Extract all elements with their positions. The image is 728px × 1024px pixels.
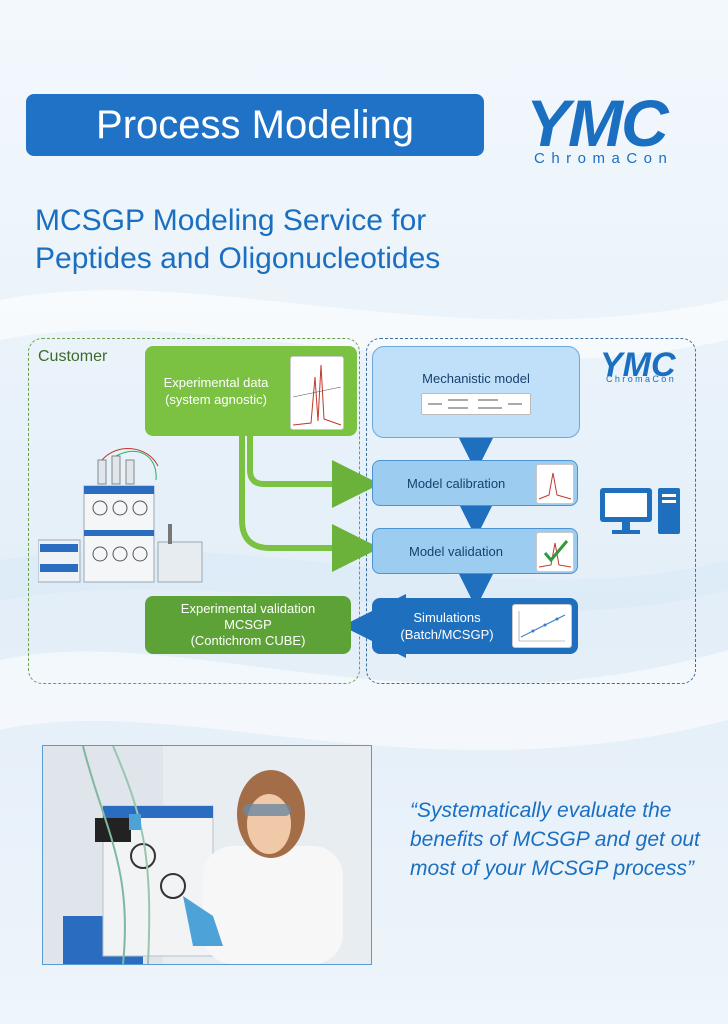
experimental-validation-line-2: MCSGP xyxy=(224,617,272,632)
experimental-validation-line-3: (Contichrom CUBE) xyxy=(190,633,306,648)
testimonial-quote: “Systematically evaluate the benefits of… xyxy=(410,799,700,880)
page-title: Process Modeling xyxy=(26,94,484,156)
simulations-line-1: Simulations xyxy=(413,610,481,625)
validation-thumbnail xyxy=(536,532,574,572)
desktop-computer-icon xyxy=(600,488,680,534)
svg-text:YMC: YMC xyxy=(526,86,670,160)
equation-image xyxy=(421,392,531,415)
subtitle-line-1: MCSGP Modeling Service for xyxy=(35,204,427,237)
experimental-validation-box: Experimental validation MCSGP (Contichro… xyxy=(145,596,351,654)
chromatography-instrument-illustration xyxy=(38,448,203,583)
svg-text:YMC: YMC xyxy=(600,346,676,384)
experimental-data-line-1: Experimental data xyxy=(163,375,269,390)
simulation-thumbnail xyxy=(512,604,572,648)
checkmark-icon xyxy=(543,540,569,563)
subtitle-line-2: Peptides and Oligonucleotides xyxy=(35,242,441,275)
chromatogram-thumbnail xyxy=(290,356,344,430)
experimental-validation-line-1: Experimental validation xyxy=(180,601,316,616)
subtitle: MCSGP Modeling Service for Peptides and … xyxy=(35,202,555,278)
ymc-mini-logo: YMC xyxy=(600,346,676,384)
mechanistic-model-label: Mechanistic model xyxy=(422,370,530,386)
simulations-line-2: (Batch/MCSGP) xyxy=(400,627,494,642)
ymc-logo: YMC xyxy=(526,86,672,160)
mechanistic-model-box: Mechanistic model xyxy=(372,346,580,438)
lab-photo xyxy=(42,745,372,965)
customer-label: Customer xyxy=(38,348,108,365)
model-validation-label: Model validation xyxy=(409,543,503,559)
mini-logo-subtitle: ChromaCon xyxy=(606,374,677,384)
experimental-data-line-2: (system agnostic) xyxy=(165,392,267,407)
model-calibration-label: Model calibration xyxy=(407,475,506,491)
calibration-thumbnail xyxy=(536,464,574,504)
logo-subtitle: ChromaCon xyxy=(534,150,674,167)
